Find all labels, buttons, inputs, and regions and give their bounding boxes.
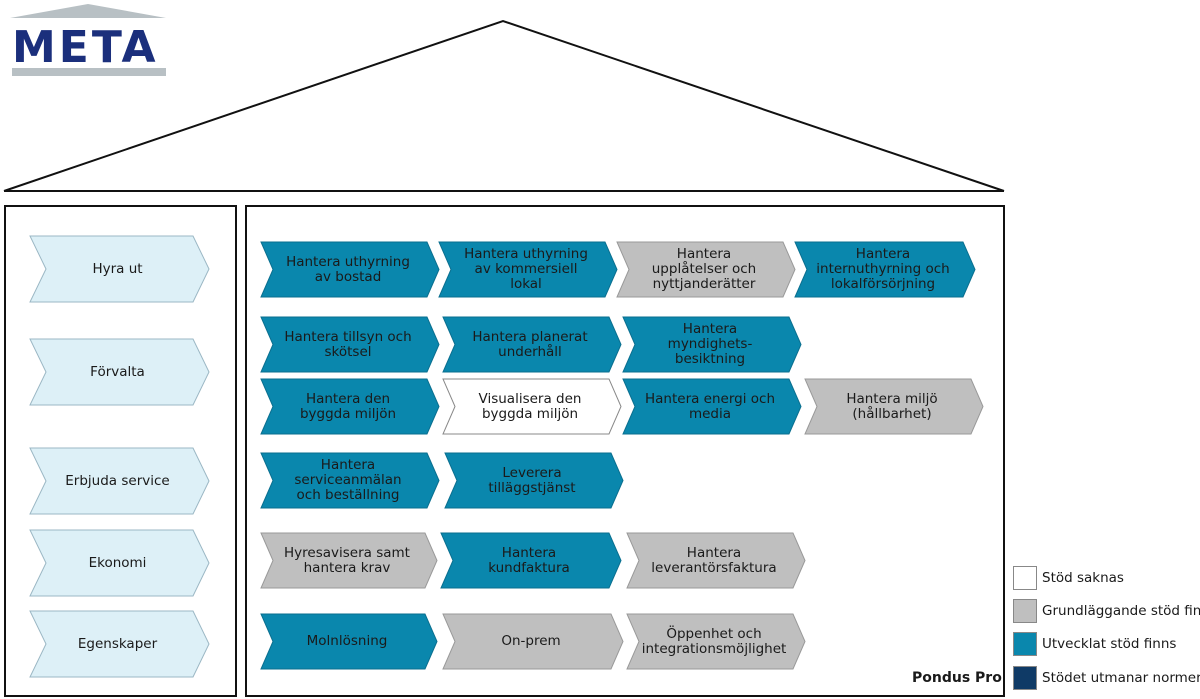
capability-label: Hantera uthyrning av kommersiell lokal	[464, 246, 588, 292]
capability-chevron: Hantera den byggda miljön	[260, 378, 440, 435]
capability-label: Hantera den byggda miljön	[299, 390, 397, 422]
category-chevron: Egenskaper	[29, 610, 210, 678]
legend-swatch	[1013, 666, 1037, 690]
capability-chevron: Hyresavisera samt hantera krav	[260, 532, 438, 589]
category-chevron: Förvalta	[29, 338, 210, 406]
category-chevron: Erbjuda service	[29, 447, 210, 515]
legend-label: Stöd saknas	[1042, 570, 1124, 586]
capability-chevron: Hantera internuthyrning och lokalförsörj…	[794, 241, 976, 298]
capability-label: Öppenhet och integrationsmöjlighet	[641, 625, 787, 657]
logo-text: META	[12, 22, 159, 73]
category-label: Erbjuda service	[65, 472, 170, 489]
capability-label: Hantera kundfaktura	[488, 544, 570, 576]
category-label: Hyra ut	[92, 260, 143, 277]
product-name: Pondus Pro	[912, 670, 1002, 686]
legend-swatch	[1013, 599, 1037, 623]
capability-label: Hantera uthyrning av bostad	[286, 253, 410, 285]
category-label: Ekonomi	[88, 554, 147, 571]
capability-chevron: Hantera upplåtelser och nyttjanderätter	[616, 241, 796, 298]
capability-label: Molnlösning	[306, 633, 388, 649]
capability-label: Hantera leverantörsfaktura	[651, 544, 777, 576]
category-label: Egenskaper	[77, 635, 158, 652]
capability-label: Leverera tilläggstjänst	[488, 464, 576, 496]
capability-label: Hantera myndighets-besiktning	[667, 321, 753, 367]
legend-label: Grundläggande stöd finns	[1042, 603, 1200, 619]
capability-chevron: Hantera energi och media	[622, 378, 802, 435]
category-chevron: Ekonomi	[29, 529, 210, 597]
capability-label: Visualisera den byggda miljön	[478, 390, 582, 422]
capability-chevron: Hantera uthyrning av kommersiell lokal	[438, 241, 618, 298]
capability-label: Hantera miljö (hållbarhet)	[846, 390, 938, 422]
capability-chevron: Öppenhet och integrationsmöjlighet	[626, 613, 806, 670]
capability-label: Hantera tillsyn och skötsel	[284, 328, 412, 360]
capability-label: Hantera planerat underhåll	[472, 328, 588, 360]
capability-label: Hantera upplåtelser och nyttjanderätter	[651, 246, 757, 292]
capability-chevron: Hantera leverantörsfaktura	[626, 532, 806, 589]
capability-chevron: Hantera planerat underhåll	[442, 316, 622, 373]
capability-label: Hantera internuthyrning och lokalförsörj…	[816, 246, 950, 292]
house-roof	[3, 19, 1005, 192]
capability-chevron: On-prem	[442, 613, 624, 670]
category-label: Förvalta	[90, 363, 145, 380]
capability-chevron: Hantera kundfaktura	[440, 532, 622, 589]
capability-chevron: Hantera uthyrning av bostad	[260, 241, 440, 298]
legend-swatch	[1013, 566, 1037, 590]
meta-logo: META	[8, 2, 168, 78]
capability-label: On-prem	[501, 633, 561, 649]
capability-chevron: Hantera myndighets-besiktning	[622, 316, 802, 373]
capability-chevron: Hantera miljö (hållbarhet)	[804, 378, 984, 435]
capability-label: Hantera energi och media	[644, 390, 776, 422]
legend-label: Stödet utmanar normer	[1042, 670, 1200, 686]
capability-label: Hantera serviceanmälan och beställning	[294, 457, 402, 503]
capability-chevron: Hantera tillsyn och skötsel	[260, 316, 440, 373]
capability-label: Hyresavisera samt hantera krav	[284, 544, 410, 576]
capability-chevron: Molnlösning	[260, 613, 438, 670]
capability-chevron: Leverera tilläggstjänst	[444, 452, 624, 509]
category-chevron: Hyra ut	[29, 235, 210, 303]
legend-label: Utvecklat stöd finns	[1042, 636, 1177, 652]
capability-chevron: Visualisera den byggda miljön	[442, 378, 622, 435]
capability-chevron: Hantera serviceanmälan och beställning	[260, 452, 440, 509]
legend-swatch	[1013, 632, 1037, 656]
